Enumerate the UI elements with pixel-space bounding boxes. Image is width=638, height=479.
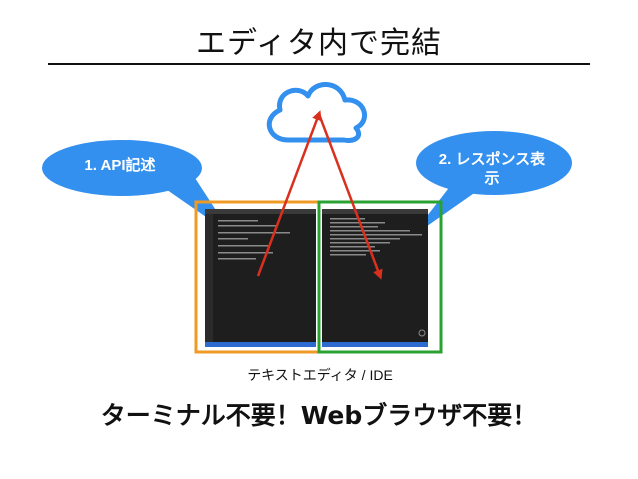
editor-caption: テキストエディタ / IDE [247,367,393,383]
title-divider [48,63,590,65]
left-editor-window [205,209,316,347]
slide-title: エディタ内で完結 [196,26,442,61]
cloud-icon [266,82,368,143]
request-arrow [256,110,322,277]
right-editor-window [322,209,428,347]
bottom-message: ターミナル不要！Webブラウザ不要！ [100,401,538,430]
right-speech-bubble [410,131,572,238]
right-bubble-label: 2. レスポンス表示 [438,151,546,187]
right-editor-frame [317,200,443,354]
left-bubble-label: 1. API記述 [84,157,156,174]
left-speech-bubble [42,140,232,235]
response-arrow [317,113,383,280]
